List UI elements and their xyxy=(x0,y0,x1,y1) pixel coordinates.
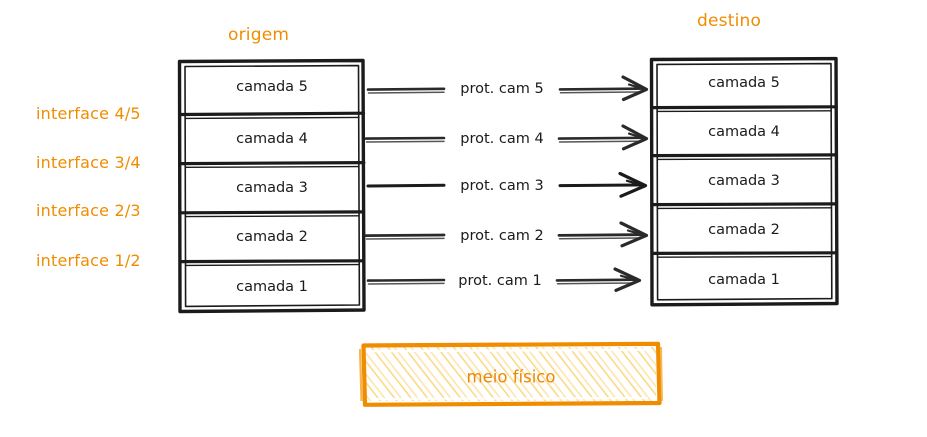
destination-layer-3[interactable]: camada 3 xyxy=(651,156,837,205)
physical-medium-label: meio físico xyxy=(466,367,556,387)
protocol-label-5: prot. cam 5 xyxy=(457,81,547,97)
origin-layer-4[interactable]: camada 4 xyxy=(179,114,365,163)
destination-title: destino xyxy=(697,11,762,31)
protocol-arrow-3 xyxy=(366,171,648,198)
interface-label-2-3: interface 2/3 xyxy=(36,201,141,220)
origin-layer-2[interactable]: camada 2 xyxy=(179,212,365,261)
destination-layer-1-label: camada 1 xyxy=(708,271,780,288)
protocol-arrow-5 xyxy=(366,75,649,102)
destination-layer-4-label: camada 4 xyxy=(708,124,780,140)
protocol-label-2: prot. cam 2 xyxy=(457,228,547,244)
destination-layer-2-label: camada 2 xyxy=(708,221,780,238)
destination-layer-2[interactable]: camada 2 xyxy=(651,205,837,254)
protocol-label-1: prot. cam 1 xyxy=(455,273,545,289)
destination-layer-4[interactable]: camada 4 xyxy=(651,108,837,156)
origin-layer-4-label: camada 4 xyxy=(236,130,308,147)
destination-stack-outline xyxy=(649,56,839,307)
origin-layer-2-label: camada 2 xyxy=(236,228,308,245)
protocol-arrow-4 xyxy=(364,124,649,151)
physical-medium-box xyxy=(358,341,663,407)
interface-label-1-2: interface 1/2 xyxy=(36,251,141,270)
interface-label-4-5: interface 4/5 xyxy=(36,104,141,123)
origin-layer-1-label: camada 1 xyxy=(236,278,308,295)
destination-layer-3-label: camada 3 xyxy=(708,172,780,189)
destination-layer-5[interactable]: camada 5 xyxy=(651,58,837,108)
origin-stack: camada 5 camada 4 camada 3 camada 2 cama… xyxy=(179,60,365,312)
origin-layer-3[interactable]: camada 3 xyxy=(179,163,365,212)
destination-stack: camada 5 camada 4 camada 3 camada 2 cama… xyxy=(651,58,837,305)
origin-layer-5[interactable]: camada 5 xyxy=(179,60,365,114)
protocol-label-3: prot. cam 3 xyxy=(457,178,547,194)
origin-layer-3-label: camada 3 xyxy=(236,179,308,196)
origin-layer-5-label: camada 5 xyxy=(236,79,308,95)
origin-layer-1[interactable]: camada 1 xyxy=(179,261,365,312)
origin-stack-outline xyxy=(177,58,366,314)
destination-layer-1[interactable]: camada 1 xyxy=(651,254,837,305)
protocol-arrow-1 xyxy=(366,267,642,292)
destination-layer-5-label: camada 5 xyxy=(708,75,780,91)
interface-label-3-4: interface 3/4 xyxy=(36,153,141,172)
protocol-arrow-2 xyxy=(364,221,649,248)
protocol-label-4: prot. cam 4 xyxy=(457,131,547,147)
origin-title: origem xyxy=(228,25,290,45)
